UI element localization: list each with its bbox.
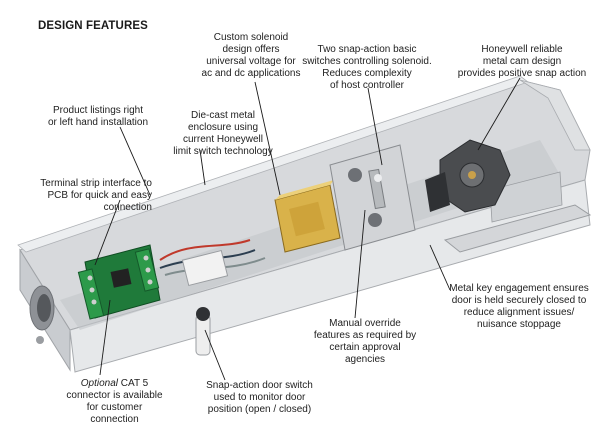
terminal-strip [77,248,160,320]
pcb-board [77,244,161,320]
callout-honeywell-cam: Honeywell reliable metal cam design prov… [457,44,587,79]
callout-custom-solenoid: Custom solenoid design offers universal … [201,32,301,79]
metal-key-plate [443,171,592,253]
door-switch-plunger [195,307,211,356]
callout-metal-key: Metal key engagement ensures door is hel… [449,283,589,330]
leader-lines [94,77,521,381]
page-title: DESIGN FEATURES [38,20,148,32]
callout-die-cast: Die-cast metal enclosure using current H… [173,110,273,157]
callout-cat5: Optional CAT 5 connector is available fo… [66,378,163,425]
callout-product-listings: Product listings right or left hand inst… [47,105,149,128]
callout-two-snap-action: Two snap-action basic switches controlli… [302,44,432,91]
callout-terminal-strip: Terminal strip interface to PCB for quic… [40,178,152,213]
snap-action-switch-block [329,144,416,251]
callout-door-switch: Snap-action door switch used to monitor … [206,380,313,415]
solenoid [274,180,341,253]
cam-mechanism [425,139,511,213]
component-block [181,249,229,287]
callout-manual-override: Manual override features as required by … [313,318,417,365]
